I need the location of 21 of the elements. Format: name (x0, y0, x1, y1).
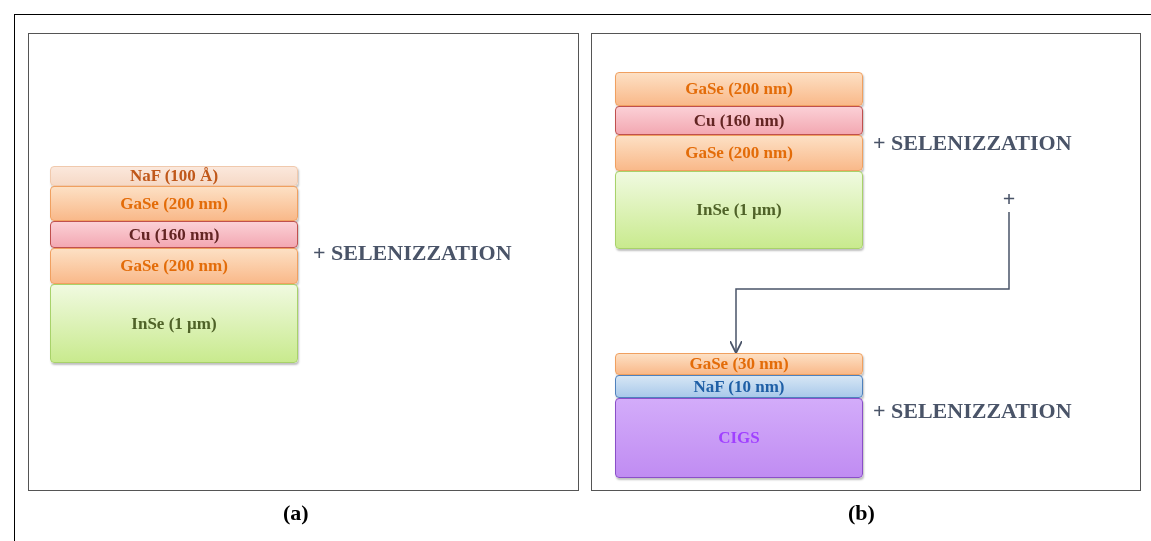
layer-box: GaSe (200 nm) (615, 72, 863, 106)
layer-box: GaSe (200 nm) (50, 186, 298, 221)
plus-sign: + (996, 186, 1022, 212)
layer-box: GaSe (200 nm) (615, 135, 863, 171)
layer-box: CIGS (615, 398, 863, 478)
layer-box: InSe (1 µm) (50, 284, 298, 363)
layer-box: NaF (10 nm) (615, 375, 863, 398)
panel-caption: (b) (848, 500, 875, 526)
panel-frame (28, 33, 579, 491)
process-label: + SELENIZZATION (873, 398, 1072, 424)
process-label: + SELENIZZATION (313, 240, 512, 266)
arrow (729, 211, 1010, 354)
layer-box: Cu (160 nm) (50, 221, 298, 248)
layer-box: GaSe (30 nm) (615, 353, 863, 375)
panel-caption: (a) (283, 500, 309, 526)
panel-frame (591, 33, 1141, 491)
layer-box: Cu (160 nm) (615, 106, 863, 135)
layer-box: GaSe (200 nm) (50, 248, 298, 284)
process-label: + SELENIZZATION (873, 130, 1072, 156)
layer-box: InSe (1 µm) (615, 171, 863, 249)
layer-box: NaF (100 Å) (50, 166, 298, 186)
